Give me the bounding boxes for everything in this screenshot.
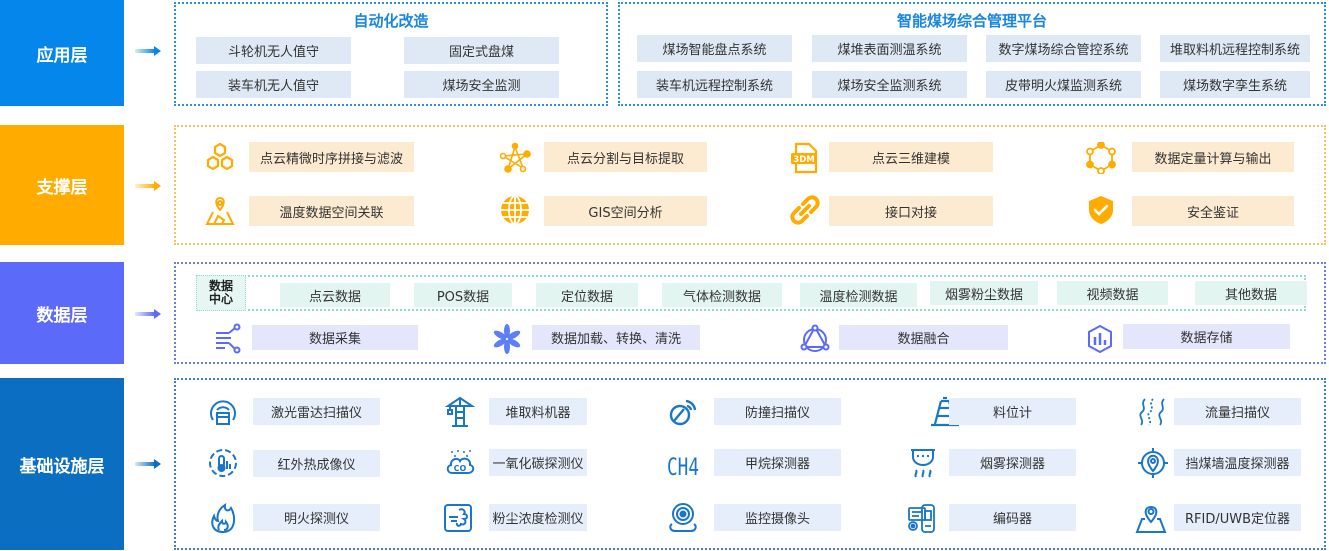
- icon-text: 3DM: [793, 155, 814, 165]
- anti-collision-radar-icon: [666, 395, 700, 429]
- layer-label-data: 数据层: [0, 262, 124, 364]
- app-item[interactable]: 煤堆表面测温系统: [812, 35, 967, 62]
- smoke-detector-icon: [906, 446, 940, 480]
- data-center-label: 数据 中心: [196, 275, 246, 311]
- platform-title: 智能煤场综合管理平台: [896, 12, 1047, 30]
- layer-label-text: 数据层: [36, 305, 88, 326]
- flow-wave-icon: [1136, 395, 1170, 429]
- support-item[interactable]: 点云分割与目标提取: [544, 142, 707, 172]
- ring-nodes-icon: [1084, 141, 1118, 175]
- data-item[interactable]: 点云数据: [280, 283, 390, 307]
- dust-sensor-icon: [441, 501, 475, 535]
- device-item[interactable]: 红外热成像仪: [253, 450, 380, 477]
- data-item[interactable]: 定位数据: [536, 283, 638, 307]
- data-item[interactable]: 视频数据: [1057, 281, 1168, 305]
- location-map-icon: [1134, 501, 1168, 535]
- support-item[interactable]: 温度数据空间关联: [249, 196, 414, 226]
- app-item[interactable]: 固定式盘煤: [404, 37, 559, 64]
- arrow-right-icon: [135, 181, 161, 191]
- network-nodes-icon: [498, 141, 532, 175]
- layer-label-support: 支撑层: [0, 125, 124, 245]
- app-item[interactable]: 皮带明火煤监测系统: [986, 71, 1141, 98]
- arrow-right-icon: [135, 309, 161, 319]
- data-process-item[interactable]: 数据存储: [1123, 324, 1290, 349]
- ch4-icon: CH4: [666, 446, 700, 480]
- app-item[interactable]: 数字煤场综合管控系统: [986, 35, 1141, 62]
- support-item[interactable]: 安全鉴证: [1132, 196, 1294, 226]
- data-process-item[interactable]: 数据加载、转换、清洗: [532, 325, 700, 350]
- hexagon-cluster-icon: [203, 141, 237, 175]
- support-item[interactable]: GIS空间分析: [544, 196, 707, 226]
- arrow-right-icon: [135, 459, 161, 469]
- data-item[interactable]: 温度检测数据: [800, 283, 917, 307]
- data-collect-icon: [210, 322, 244, 356]
- app-item[interactable]: 煤场安全监测: [404, 71, 559, 98]
- data-process-item[interactable]: 数据融合: [839, 325, 1008, 350]
- device-item[interactable]: 一氧化碳探测仪: [489, 449, 587, 476]
- support-item[interactable]: 接口对接: [829, 196, 993, 226]
- layer-label-text: 支撑层: [36, 177, 88, 198]
- data-center-line: 中心: [208, 292, 233, 306]
- app-item[interactable]: 煤场安全监测系统: [812, 71, 967, 98]
- device-item[interactable]: 烟雾探测器: [949, 449, 1076, 476]
- layer-label-application: 应用层: [0, 0, 124, 106]
- device-item[interactable]: 流量扫描仪: [1174, 398, 1301, 425]
- app-item[interactable]: 装车机远程控制系统: [637, 71, 792, 98]
- infrastructure-panel: [174, 378, 1326, 550]
- data-center-line: 数据: [208, 279, 233, 293]
- shield-check-icon: [1084, 193, 1118, 227]
- support-item[interactable]: 点云三维建模: [829, 142, 993, 172]
- device-item[interactable]: 料位计: [949, 398, 1076, 425]
- app-item[interactable]: 斗轮机无人值守: [196, 37, 351, 64]
- data-process-item[interactable]: 数据采集: [252, 325, 418, 350]
- device-item[interactable]: 粉尘浓度检测仪: [489, 504, 587, 531]
- app-item[interactable]: 堆取料机远程控制系统: [1160, 35, 1310, 62]
- device-item[interactable]: RFID/UWB定位器: [1174, 504, 1301, 531]
- arrow-right-icon: [135, 46, 161, 56]
- thermal-camera-icon: [206, 446, 240, 480]
- data-item[interactable]: POS数据: [414, 283, 512, 307]
- data-item[interactable]: 气体检测数据: [662, 283, 782, 307]
- platform-panel: [618, 2, 1326, 106]
- device-item[interactable]: 堆取料机器: [489, 398, 587, 425]
- support-item[interactable]: 点云精微时序拼接与滤波: [249, 142, 414, 172]
- device-item[interactable]: 甲烷探测器: [714, 449, 841, 476]
- layer-label-text: 基础设施层: [19, 456, 105, 477]
- device-item[interactable]: 编码器: [949, 504, 1076, 531]
- device-item[interactable]: 防撞扫描仪: [714, 398, 841, 425]
- app-item[interactable]: 煤场数字孪生系统: [1160, 71, 1310, 98]
- fusion-triangle-icon: [798, 322, 832, 356]
- support-panel: [174, 125, 1326, 245]
- device-item[interactable]: 明火探测仪: [253, 504, 380, 531]
- device-item[interactable]: 激光雷达扫描仪: [253, 398, 380, 425]
- automation-panel: [174, 2, 608, 106]
- device-item[interactable]: 监控摄像头: [714, 504, 841, 531]
- co-cloud-icon: CO: [443, 446, 477, 480]
- snowflake-icon: [490, 322, 524, 356]
- support-item[interactable]: 数据定量计算与输出: [1132, 142, 1294, 172]
- data-panel: [174, 262, 1326, 364]
- storage-chart-icon: [1083, 322, 1117, 356]
- layer-label-text: 应用层: [36, 45, 88, 66]
- automation-title: 自动化改造: [353, 12, 429, 30]
- encoder-device-icon: [906, 501, 940, 535]
- webcam-icon: [666, 501, 700, 535]
- globe-icon: [498, 193, 532, 227]
- device-item[interactable]: 挡煤墙温度探测器: [1174, 449, 1301, 476]
- target-pin-icon: [1136, 446, 1170, 480]
- flame-icon: [206, 501, 240, 535]
- icon-text: CO: [454, 464, 467, 473]
- icon-text: CH4: [667, 453, 699, 479]
- lidar-scanner-icon: [206, 395, 240, 429]
- app-item[interactable]: 煤场智能盘点系统: [637, 35, 792, 62]
- link-icon: [788, 193, 822, 227]
- data-item[interactable]: 其他数据: [1195, 281, 1307, 305]
- data-item[interactable]: 烟雾粉尘数据: [930, 281, 1038, 305]
- app-item[interactable]: 装车机无人值守: [196, 71, 351, 98]
- 3dm-file-icon: 3DM: [788, 141, 822, 175]
- layer-label-infrastructure: 基础设施层: [0, 378, 124, 550]
- stacker-crane-icon: [443, 395, 477, 429]
- map-pin-icon: [203, 193, 237, 227]
